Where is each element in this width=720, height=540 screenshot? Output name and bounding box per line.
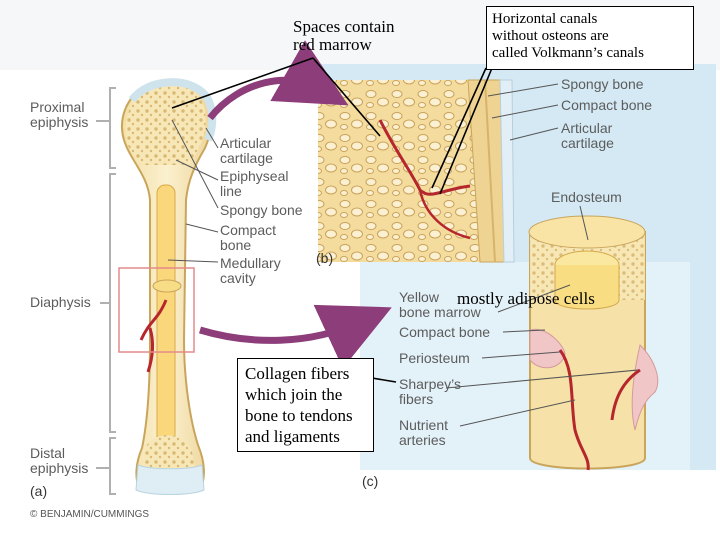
label-b-spongy-bone: Spongy bone [561, 76, 644, 92]
arrow-a-to-c [198, 304, 392, 369]
label-c-sharpeys-line1: Sharpey’s [399, 376, 462, 392]
figure-letter-c: (c) [362, 473, 379, 489]
label-c-periosteum: Periosteum [399, 350, 470, 366]
label-c-nutrient-arteries: Nutrient arteries [399, 418, 448, 448]
callout-volkmann-line2: without osteons are [492, 28, 609, 44]
femur-illustration [121, 78, 217, 495]
callout-collagen: Collagen fibers which join the bone to t… [245, 363, 353, 447]
arrow-a-to-b [207, 40, 349, 121]
label-b-articular-cartilage: Articular cartilage [561, 121, 614, 151]
figure-letter-a: (a) [30, 483, 48, 499]
label-c-endosteum: Endosteum [551, 189, 622, 205]
callout-volkmann-line1: Horizontal canals [492, 11, 598, 27]
label-b-articular-line2: cartilage [561, 135, 614, 151]
label-c-nutrient-line1: Nutrient [399, 417, 449, 433]
label-c-yellow-marrow: Yellow bone marrow [399, 290, 481, 320]
label-c-sharpeys-fibers: Sharpey’s fibers [399, 377, 461, 407]
label-c-sharpeys-line2: fibers [399, 391, 434, 407]
callout-volkmann-box: Horizontal canals without osteons are ca… [486, 6, 694, 70]
callout-adipose: mostly adipose cells [457, 289, 595, 308]
callout-volkmann-line3: called Volkmann’s canals [492, 45, 644, 61]
label-a-epiphyseal-line2: line [220, 183, 242, 199]
callout-collagen-line4: and ligaments [245, 427, 340, 446]
label-a-compact-line2: bone [220, 237, 252, 253]
compact-bone-cylinder [528, 215, 659, 471]
spongy-bone-block [318, 79, 515, 263]
label-distal-epiphysis: Distal epiphysis [30, 446, 88, 476]
label-distal-line1: Distal [30, 445, 66, 461]
label-c-yellow-line2: bone marrow [399, 304, 481, 320]
region-brackets [96, 87, 116, 495]
label-a-compact-line1: Compact [220, 222, 277, 238]
label-a-articular-line1: Articular [220, 135, 272, 151]
callout-collagen-line2: which join the [245, 385, 343, 404]
label-c-nutrient-line2: arteries [399, 432, 446, 448]
label-a-articular-line2: cartilage [220, 150, 273, 166]
label-proximal-line1: Proximal [30, 99, 85, 115]
callout-collagen-box: Collagen fibers which join the bone to t… [237, 358, 374, 452]
copyright-notice: © BENJAMIN/CUMMINGS [30, 509, 150, 520]
label-a-compact-bone: Compact bone [220, 223, 276, 253]
label-c-compact-bone: Compact bone [399, 324, 491, 340]
label-proximal-epiphysis: Proximal epiphysis [30, 100, 88, 130]
leader-lines [167, 83, 639, 427]
label-a-spongy-bone: Spongy bone [220, 202, 303, 218]
label-a-medullary-line1: Medullary [220, 255, 281, 271]
callout-red-marrow: Spaces contain red marrow [293, 18, 395, 54]
label-a-articular-cartilage: Articular cartilage [220, 136, 273, 166]
label-b-articular-line1: Articular [561, 120, 613, 136]
figure-letter-b: (b) [316, 250, 334, 266]
callout-volkmann: Horizontal canals without osteons are ca… [492, 11, 644, 62]
label-a-medullary-cavity: Medullary cavity [220, 256, 281, 286]
label-a-epiphyseal-line: Epiphyseal line [220, 169, 289, 199]
label-a-epiphyseal-line1: Epiphyseal [220, 168, 289, 184]
label-a-medullary-line2: cavity [220, 270, 256, 286]
callout-collagen-line3: bone to tendons [245, 406, 353, 425]
label-distal-line2: epiphysis [30, 460, 89, 476]
label-b-compact-bone: Compact bone [561, 97, 653, 113]
callout-pointers [171, 57, 493, 383]
label-proximal-line2: epiphysis [30, 114, 89, 130]
callout-red-marrow-line2: red marrow [293, 35, 372, 54]
diaphysis-highlight-box [118, 267, 195, 353]
label-c-yellow-line1: Yellow [399, 289, 439, 305]
label-diaphysis: Diaphysis [30, 294, 91, 310]
callout-red-marrow-line1: Spaces contain [293, 17, 395, 36]
callout-collagen-line1: Collagen fibers [245, 364, 350, 383]
